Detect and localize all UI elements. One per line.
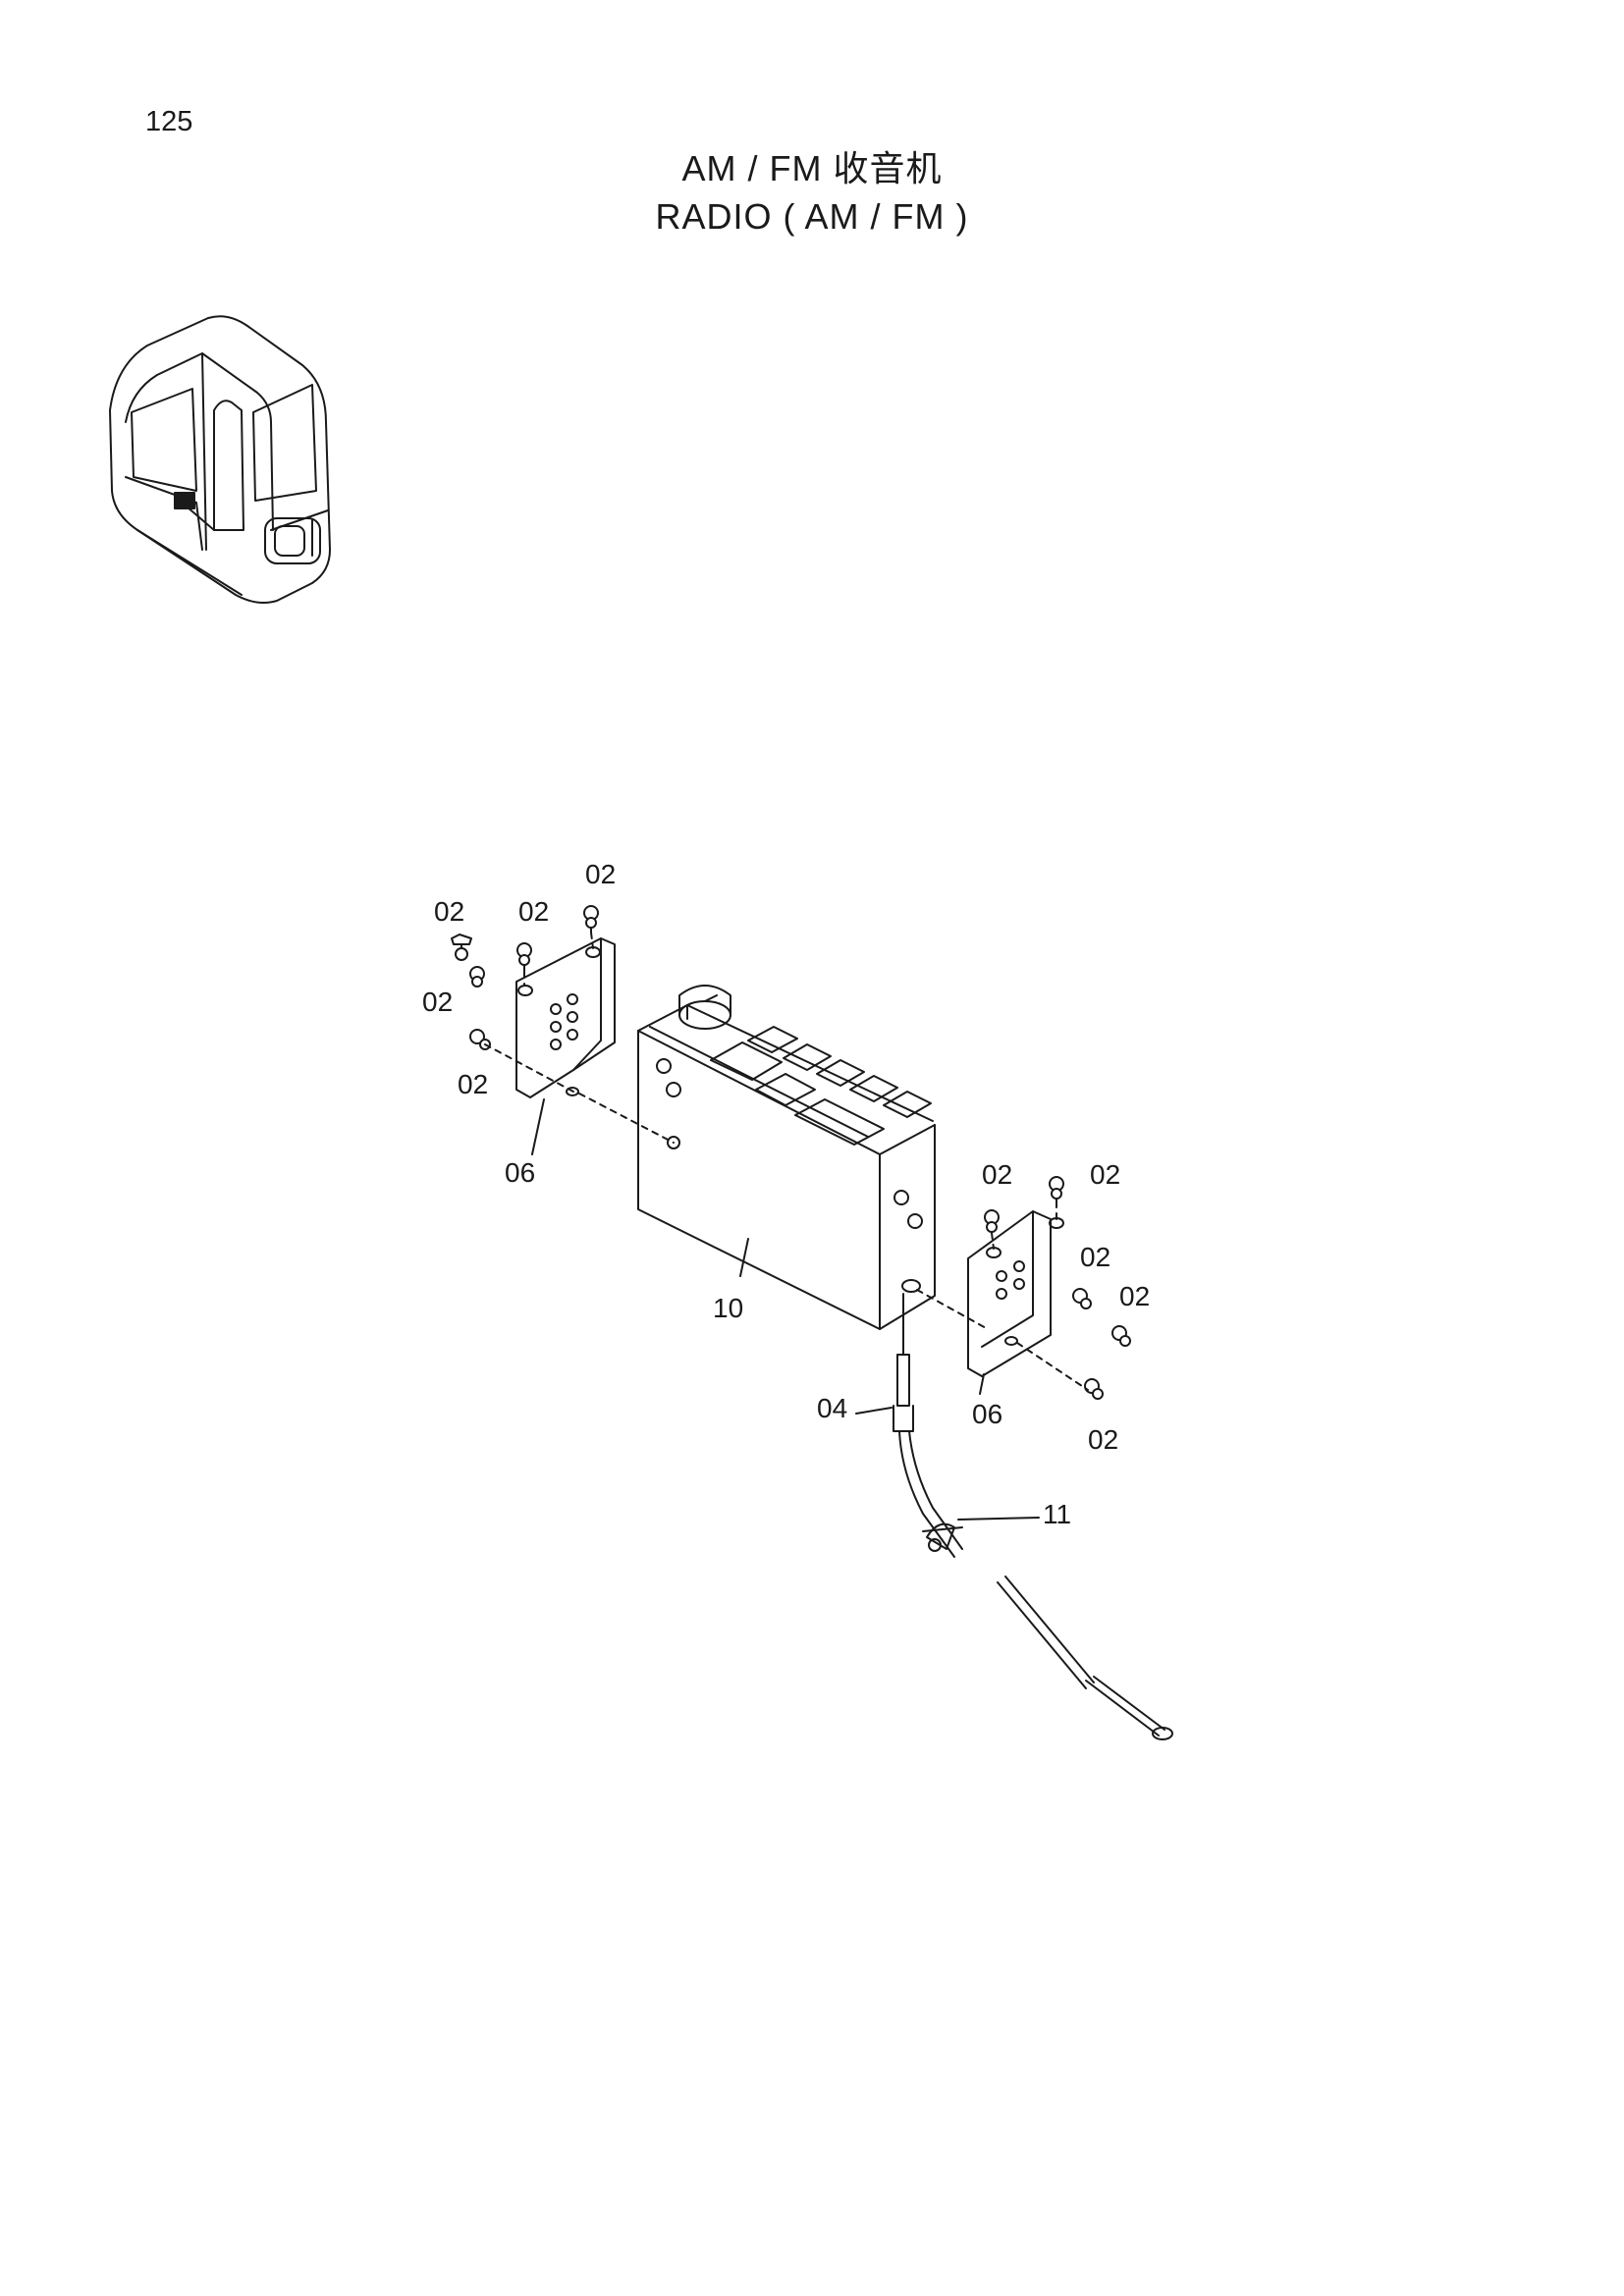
callout-bracket-06: 06 <box>505 1157 535 1188</box>
title-english: RADIO ( AM / FM ) <box>655 196 969 237</box>
screws-02 <box>451 905 1131 1400</box>
assembly-dashed-lines <box>484 932 1089 1391</box>
callout-screw-02: 02 <box>1088 1424 1118 1455</box>
callout-radio-10: 10 <box>713 1293 743 1323</box>
clamp-11 <box>922 1522 963 1552</box>
callout-screw-02: 02 <box>422 987 453 1017</box>
page-number: 125 <box>145 106 193 137</box>
left-bracket-06 <box>515 937 616 1098</box>
antenna-04 <box>893 1293 1173 1740</box>
right-bracket-06 <box>967 1210 1064 1377</box>
callout-bracket-06: 06 <box>972 1399 1002 1429</box>
callout-screw-02: 02 <box>1090 1159 1120 1190</box>
callout-screw-02: 02 <box>585 859 616 889</box>
cab-locator-illustration <box>109 315 331 604</box>
callout-clamp-11: 11 <box>1043 1499 1071 1529</box>
title-chinese: AM / FM 收音机 <box>681 148 943 188</box>
callout-screw-02: 02 <box>1080 1242 1110 1272</box>
callout-labels: 02 02 02 02 02 06 10 02 02 02 02 02 06 0… <box>422 859 1150 1529</box>
callout-screw-02: 02 <box>1119 1281 1150 1311</box>
callout-antenna-04: 04 <box>817 1393 847 1423</box>
callout-screw-02: 02 <box>434 896 464 927</box>
callout-screw-02: 02 <box>518 896 549 927</box>
callout-screw-02: 02 <box>458 1069 488 1099</box>
title-block: AM / FM 收音机 RADIO ( AM / FM ) <box>0 147 1624 240</box>
radio-unit-10 <box>637 985 936 1330</box>
leader-lines <box>531 1098 1040 1521</box>
callout-screw-02: 02 <box>982 1159 1012 1190</box>
